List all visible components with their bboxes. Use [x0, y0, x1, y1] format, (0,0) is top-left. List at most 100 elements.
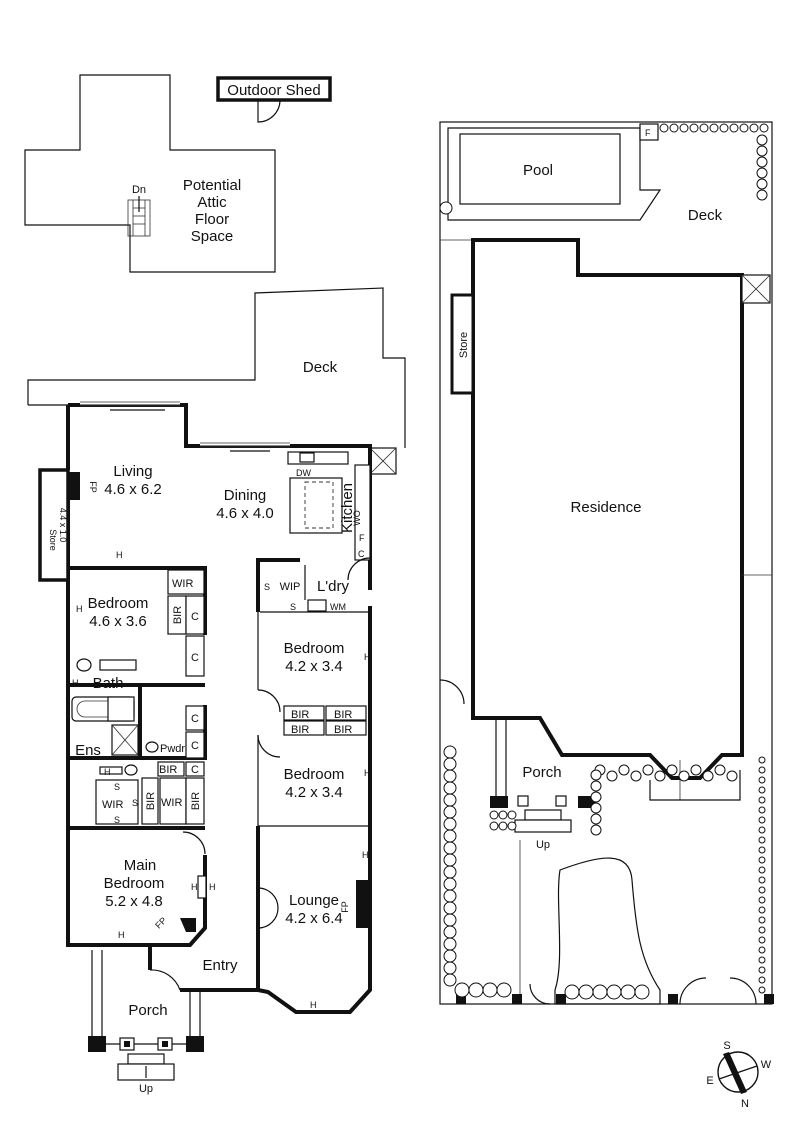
site-deck-label: Deck — [688, 207, 723, 224]
shrub — [443, 841, 457, 855]
store-label: Store — [48, 529, 58, 551]
shrub — [756, 167, 768, 179]
shrub — [678, 770, 690, 782]
bedroom2-label: Bedroom — [284, 640, 345, 657]
shrub — [443, 829, 457, 843]
site-store — [450, 293, 475, 395]
site-f-label: F — [645, 128, 651, 138]
shrub — [443, 901, 457, 915]
site-plan: Pool F Deck Residence Store Porch Up — [439, 121, 774, 1005]
shrub — [618, 764, 630, 776]
c-mid-label-1: C — [191, 713, 199, 725]
main-c-label: C — [185, 920, 192, 930]
fp-living-label: FP — [88, 481, 98, 493]
shrub — [669, 123, 679, 133]
ens-label: Ens — [75, 742, 101, 759]
pwdr-label: Pwdr — [160, 743, 185, 755]
laundry-s-label: S — [290, 602, 296, 612]
porch-label: Porch — [128, 1002, 167, 1019]
shrub — [758, 826, 766, 834]
shrub — [758, 886, 766, 894]
site-porch-label: Porch — [522, 764, 561, 781]
c-mid-label-3: C — [191, 764, 199, 776]
bath-label: Bath — [93, 675, 124, 692]
outdoor-shed — [216, 76, 332, 102]
shrub — [498, 810, 508, 820]
shrub — [756, 134, 768, 146]
bedroom3-label: Bedroom — [284, 766, 345, 783]
shrub — [606, 770, 618, 782]
wip-label: WIP — [280, 581, 301, 593]
shrub — [443, 781, 457, 795]
attic-label-2: Attic — [197, 194, 227, 211]
bir-b2-right: BIR — [334, 709, 352, 721]
shrub — [590, 769, 602, 781]
shrub — [709, 123, 719, 133]
main-bedroom-label-2: Bedroom — [104, 875, 165, 892]
shrub — [578, 984, 594, 1000]
c-mid-label-2: C — [191, 740, 199, 752]
shrub — [443, 949, 457, 963]
kitchen-bench — [287, 451, 349, 465]
shrub — [620, 984, 636, 1000]
laundry-label: L'dry — [317, 578, 350, 595]
ens-h: H — [104, 767, 111, 777]
stair-dn-label: Dn — [132, 184, 146, 196]
shrub — [758, 796, 766, 804]
compass-e: E — [706, 1075, 713, 1087]
pool-label: Pool — [523, 162, 553, 179]
bedroom-left-top-h: H — [116, 550, 123, 560]
attic-label-4: Space — [191, 228, 234, 245]
c-upper-label-1: C — [191, 611, 199, 623]
compass-s: S — [723, 1040, 730, 1052]
living-store — [38, 468, 70, 582]
shrub — [689, 123, 699, 133]
shrub — [454, 982, 470, 998]
dw-label: DW — [296, 468, 311, 478]
bedroom2-h: H — [364, 652, 371, 662]
kitchen-label: Kitchen — [339, 483, 356, 533]
shrub — [590, 802, 602, 814]
bir-right-label: BIR — [190, 792, 202, 810]
wir-lower-label: WIR — [102, 799, 123, 811]
shrub — [758, 756, 766, 764]
shrub — [443, 757, 457, 771]
shrub — [758, 956, 766, 964]
bedroom2-size: 4.2 x 3.4 — [285, 658, 343, 675]
shrub — [756, 178, 768, 190]
shrub — [758, 906, 766, 914]
bedroom-left-label: Bedroom — [88, 595, 149, 612]
shrub — [726, 770, 738, 782]
main-bedroom-label-1: Main — [124, 857, 157, 874]
compass: S W E N — [706, 1040, 771, 1110]
house-plan: Deck Store 4.4 x 1.0 FP Living 4.6 x 6.2… — [27, 287, 406, 1095]
landscaping-shrubs — [439, 123, 769, 1000]
shrub — [443, 937, 457, 951]
shrub — [443, 961, 457, 975]
shrub — [679, 123, 689, 133]
shrub — [758, 766, 766, 774]
shrub — [758, 876, 766, 884]
compass-n: N — [741, 1098, 749, 1110]
shrub — [443, 805, 457, 819]
shrub — [443, 973, 457, 987]
shrub — [590, 813, 602, 825]
shrub — [443, 793, 457, 807]
site-store-label: Store — [458, 332, 470, 358]
wip-s-label: S — [264, 582, 270, 592]
kitchen-c-label: C — [358, 549, 365, 559]
shrub — [443, 769, 457, 783]
shrub — [654, 770, 666, 782]
shrub — [443, 745, 457, 759]
shrub — [468, 982, 484, 998]
shrub — [443, 853, 457, 867]
shrub — [749, 123, 759, 133]
attic-label-1: Potential — [183, 177, 241, 194]
shrub — [498, 821, 508, 831]
deck-label: Deck — [303, 359, 338, 376]
fp-main-label: FP — [153, 915, 168, 930]
bir-upper-label: BIR — [172, 606, 184, 624]
wir-upper-label: WIR — [172, 578, 193, 590]
living-label: Living — [113, 463, 152, 480]
shrub — [443, 865, 457, 879]
